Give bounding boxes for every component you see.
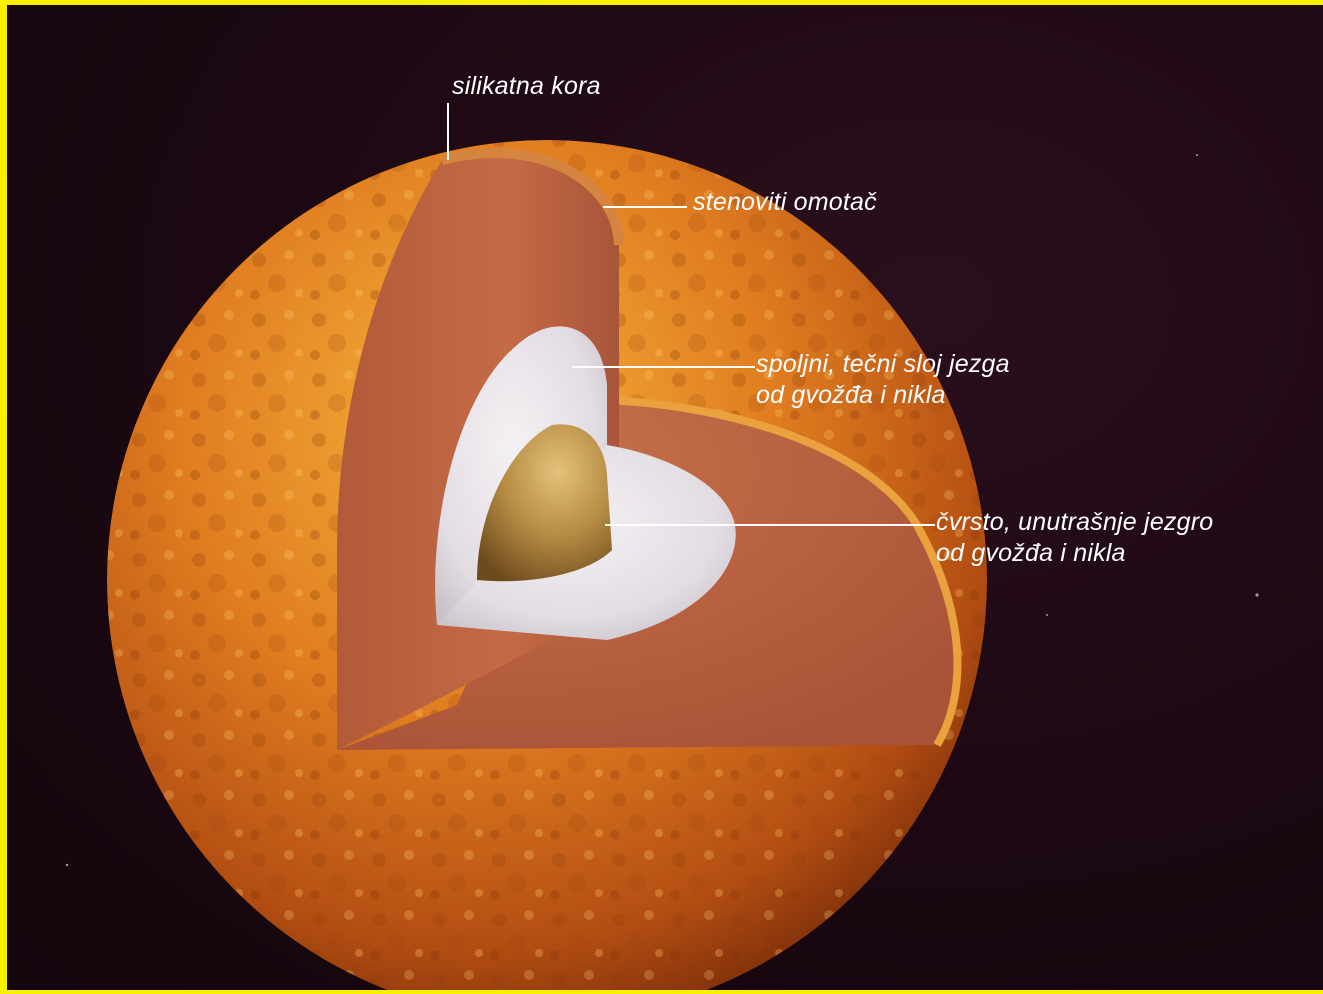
label-crust: silikatna kora [452,71,601,102]
label-inner-core-line1: čvrsto, unutrašnje jezgro [936,507,1213,538]
label-outer-core: spoljni, tečni sloj jezga od gvožđa i ni… [756,349,1010,411]
label-inner-core-line2: od gvožđa i nikla [936,538,1213,569]
label-mantle-text: stenoviti omotač [693,187,877,218]
planet-cutaway-illustration [7,5,1323,994]
label-inner-core: čvrsto, unutrašnje jezgro od gvožđa i ni… [936,507,1213,569]
label-crust-text: silikatna kora [452,71,601,102]
label-outer-core-line1: spoljni, tečni sloj jezga [756,349,1010,380]
label-outer-core-line2: od gvožđa i nikla [756,380,1010,411]
label-mantle: stenoviti omotač [693,187,877,218]
